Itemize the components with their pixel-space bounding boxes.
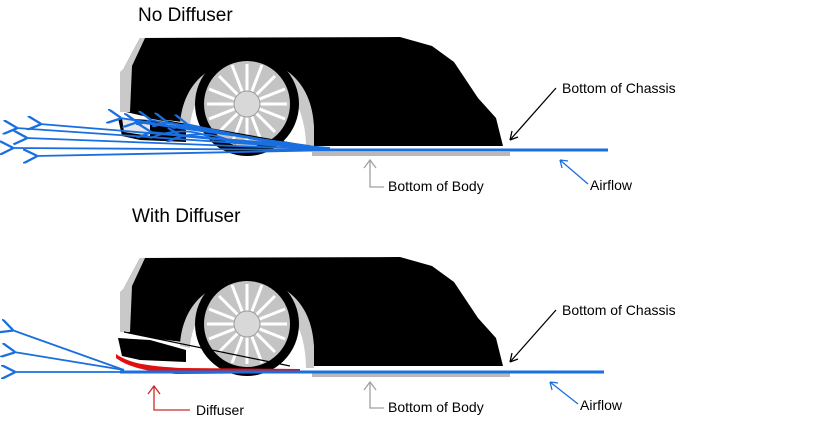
diffuser-shape bbox=[116, 354, 300, 374]
svg-text:Airflow: Airflow bbox=[590, 177, 633, 193]
panel-title: With Diffuser bbox=[132, 206, 241, 227]
label-diffuser: Diffuser bbox=[147, 384, 244, 418]
chassis-line bbox=[123, 331, 291, 367]
svg-text:Airflow: Airflow bbox=[580, 397, 623, 413]
label-bottom-of-chassis: Bottom of Chassis bbox=[509, 302, 676, 363]
label-bottom-of-body: Bottom of Body bbox=[363, 380, 484, 415]
svg-text:Bottom of Chassis: Bottom of Chassis bbox=[562, 302, 676, 318]
wheel-icon bbox=[195, 52, 299, 156]
wheel-icon bbox=[195, 272, 299, 376]
svg-text:Bottom of Chassis: Bottom of Chassis bbox=[562, 80, 676, 96]
panel-title: No Diffuser bbox=[138, 5, 233, 26]
label-bottom-of-body: Bottom of Body bbox=[363, 158, 484, 194]
panel-no-diffuser: No Diffuser bbox=[12, 5, 676, 194]
label-bottom-of-chassis: Bottom of Chassis bbox=[509, 80, 676, 141]
svg-text:Diffuser: Diffuser bbox=[196, 402, 244, 418]
label-airflow: Airflow bbox=[549, 381, 623, 413]
airflow-arrows bbox=[12, 118, 341, 156]
svg-text:Bottom of Body: Bottom of Body bbox=[388, 399, 484, 415]
car-side-icon bbox=[118, 257, 503, 368]
airflow-arrows bbox=[12, 330, 125, 372]
panel-with-diffuser: With Diffuser bbox=[12, 206, 676, 418]
label-airflow: Airflow bbox=[559, 159, 633, 193]
svg-text:Bottom of Body: Bottom of Body bbox=[388, 178, 484, 194]
